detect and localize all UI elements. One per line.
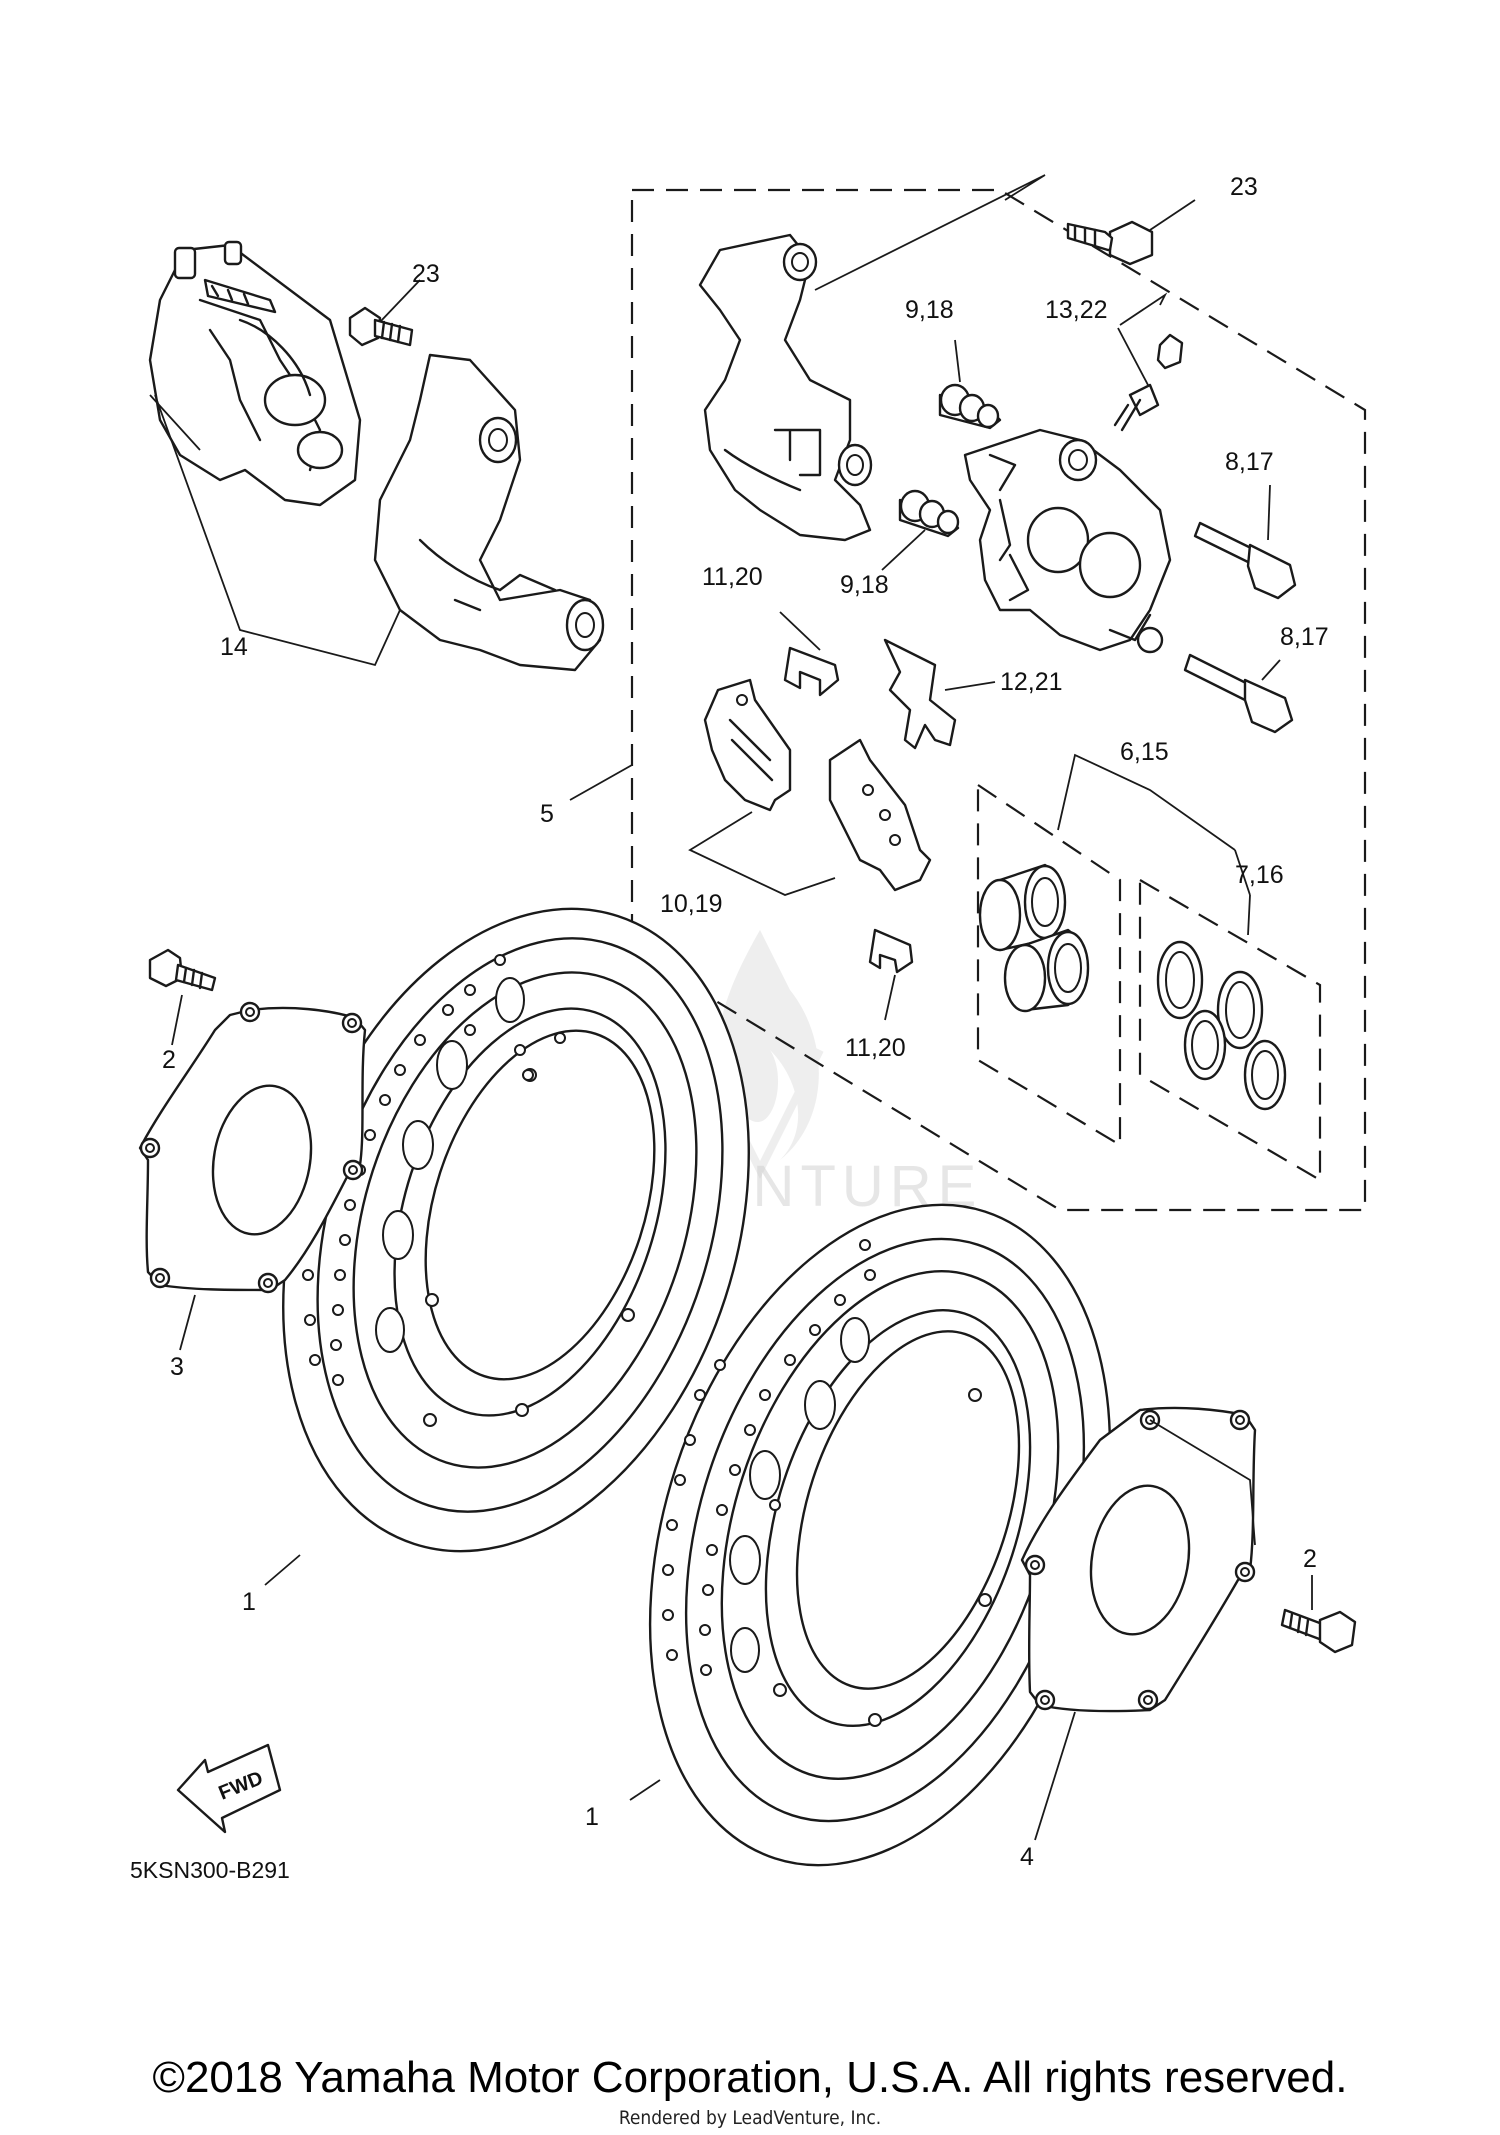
callout-10-19: 10,19 xyxy=(660,890,723,918)
boot-9-18-upper xyxy=(938,339,1002,430)
kit-6-15-outline xyxy=(976,782,1122,1147)
bolt-2-right xyxy=(1280,1575,1357,1654)
bolt-23-left xyxy=(348,279,421,347)
callout-8-17-lower: 8,17 xyxy=(1280,623,1329,651)
caliper-assembly-14 xyxy=(148,240,605,672)
piston-kit-6-15 xyxy=(978,753,1236,1013)
caliper-bracket xyxy=(698,174,1046,542)
rendered-by-notice: Rendered by LeadVenture, Inc. xyxy=(619,2107,881,2129)
adapter-plate-4 xyxy=(1020,1406,1257,1841)
kit-7-16-outline xyxy=(1138,878,1322,1182)
diagram-code: 5KSN300-B291 xyxy=(130,1857,290,1883)
brake-disc-1-lower xyxy=(629,1203,1112,1867)
callouts: 23 23 9,18 13,22 8,17 9,18 11,20 8,17 12… xyxy=(162,173,1329,1871)
callout-11-20-lower: 11,20 xyxy=(845,1034,906,1062)
brake-pad-10-19-b xyxy=(688,738,932,896)
callout-8-17-upper: 8,17 xyxy=(1225,448,1274,476)
brake-disc-1-upper xyxy=(264,907,750,1586)
callout-13-22: 13,22 xyxy=(1045,296,1108,324)
bolt-2-left xyxy=(148,948,217,1046)
boot-9-18-lower xyxy=(881,489,960,571)
callout-9-18-lower: 9,18 xyxy=(840,571,889,599)
callout-23-right: 23 xyxy=(1230,173,1258,201)
callout-4: 4 xyxy=(1020,1843,1034,1871)
callout-1-lower: 1 xyxy=(585,1803,599,1831)
callout-7-16: 7,16 xyxy=(1235,861,1284,889)
callout-12-21: 12,21 xyxy=(1000,668,1063,696)
bleeder-13-22 xyxy=(1113,292,1184,432)
clip-11-20-lower xyxy=(868,928,914,1021)
callout-9-18-upper: 9,18 xyxy=(905,296,954,324)
pad-spring-12-21 xyxy=(883,638,996,750)
callout-5: 5 xyxy=(540,800,554,828)
brake-pad-10-19-a xyxy=(703,678,792,812)
callout-2-right: 2 xyxy=(1303,1545,1317,1573)
pin-8-17-lower xyxy=(1183,653,1294,734)
bolt-23-right xyxy=(1066,199,1196,266)
callout-23-left: 23 xyxy=(412,260,440,288)
callout-11-20-upper: 11,20 xyxy=(702,563,763,591)
callout-3: 3 xyxy=(170,1353,184,1381)
callout-6-15: 6,15 xyxy=(1120,738,1169,766)
adapter-plate-3 xyxy=(138,1001,367,1351)
caliper-body xyxy=(963,428,1172,654)
fwd-arrow-icon: FWD xyxy=(176,1743,282,1834)
callout-2-left: 2 xyxy=(162,1046,176,1074)
callout-1-upper: 1 xyxy=(242,1588,256,1616)
copyright-notice: ©2018 Yamaha Motor Corporation, U.S.A. A… xyxy=(153,2053,1348,2102)
seal-kit-7-16 xyxy=(1156,849,1287,1111)
pin-8-17-upper xyxy=(1193,484,1297,600)
callout-14: 14 xyxy=(220,633,248,661)
clip-11-20-upper xyxy=(779,611,840,697)
